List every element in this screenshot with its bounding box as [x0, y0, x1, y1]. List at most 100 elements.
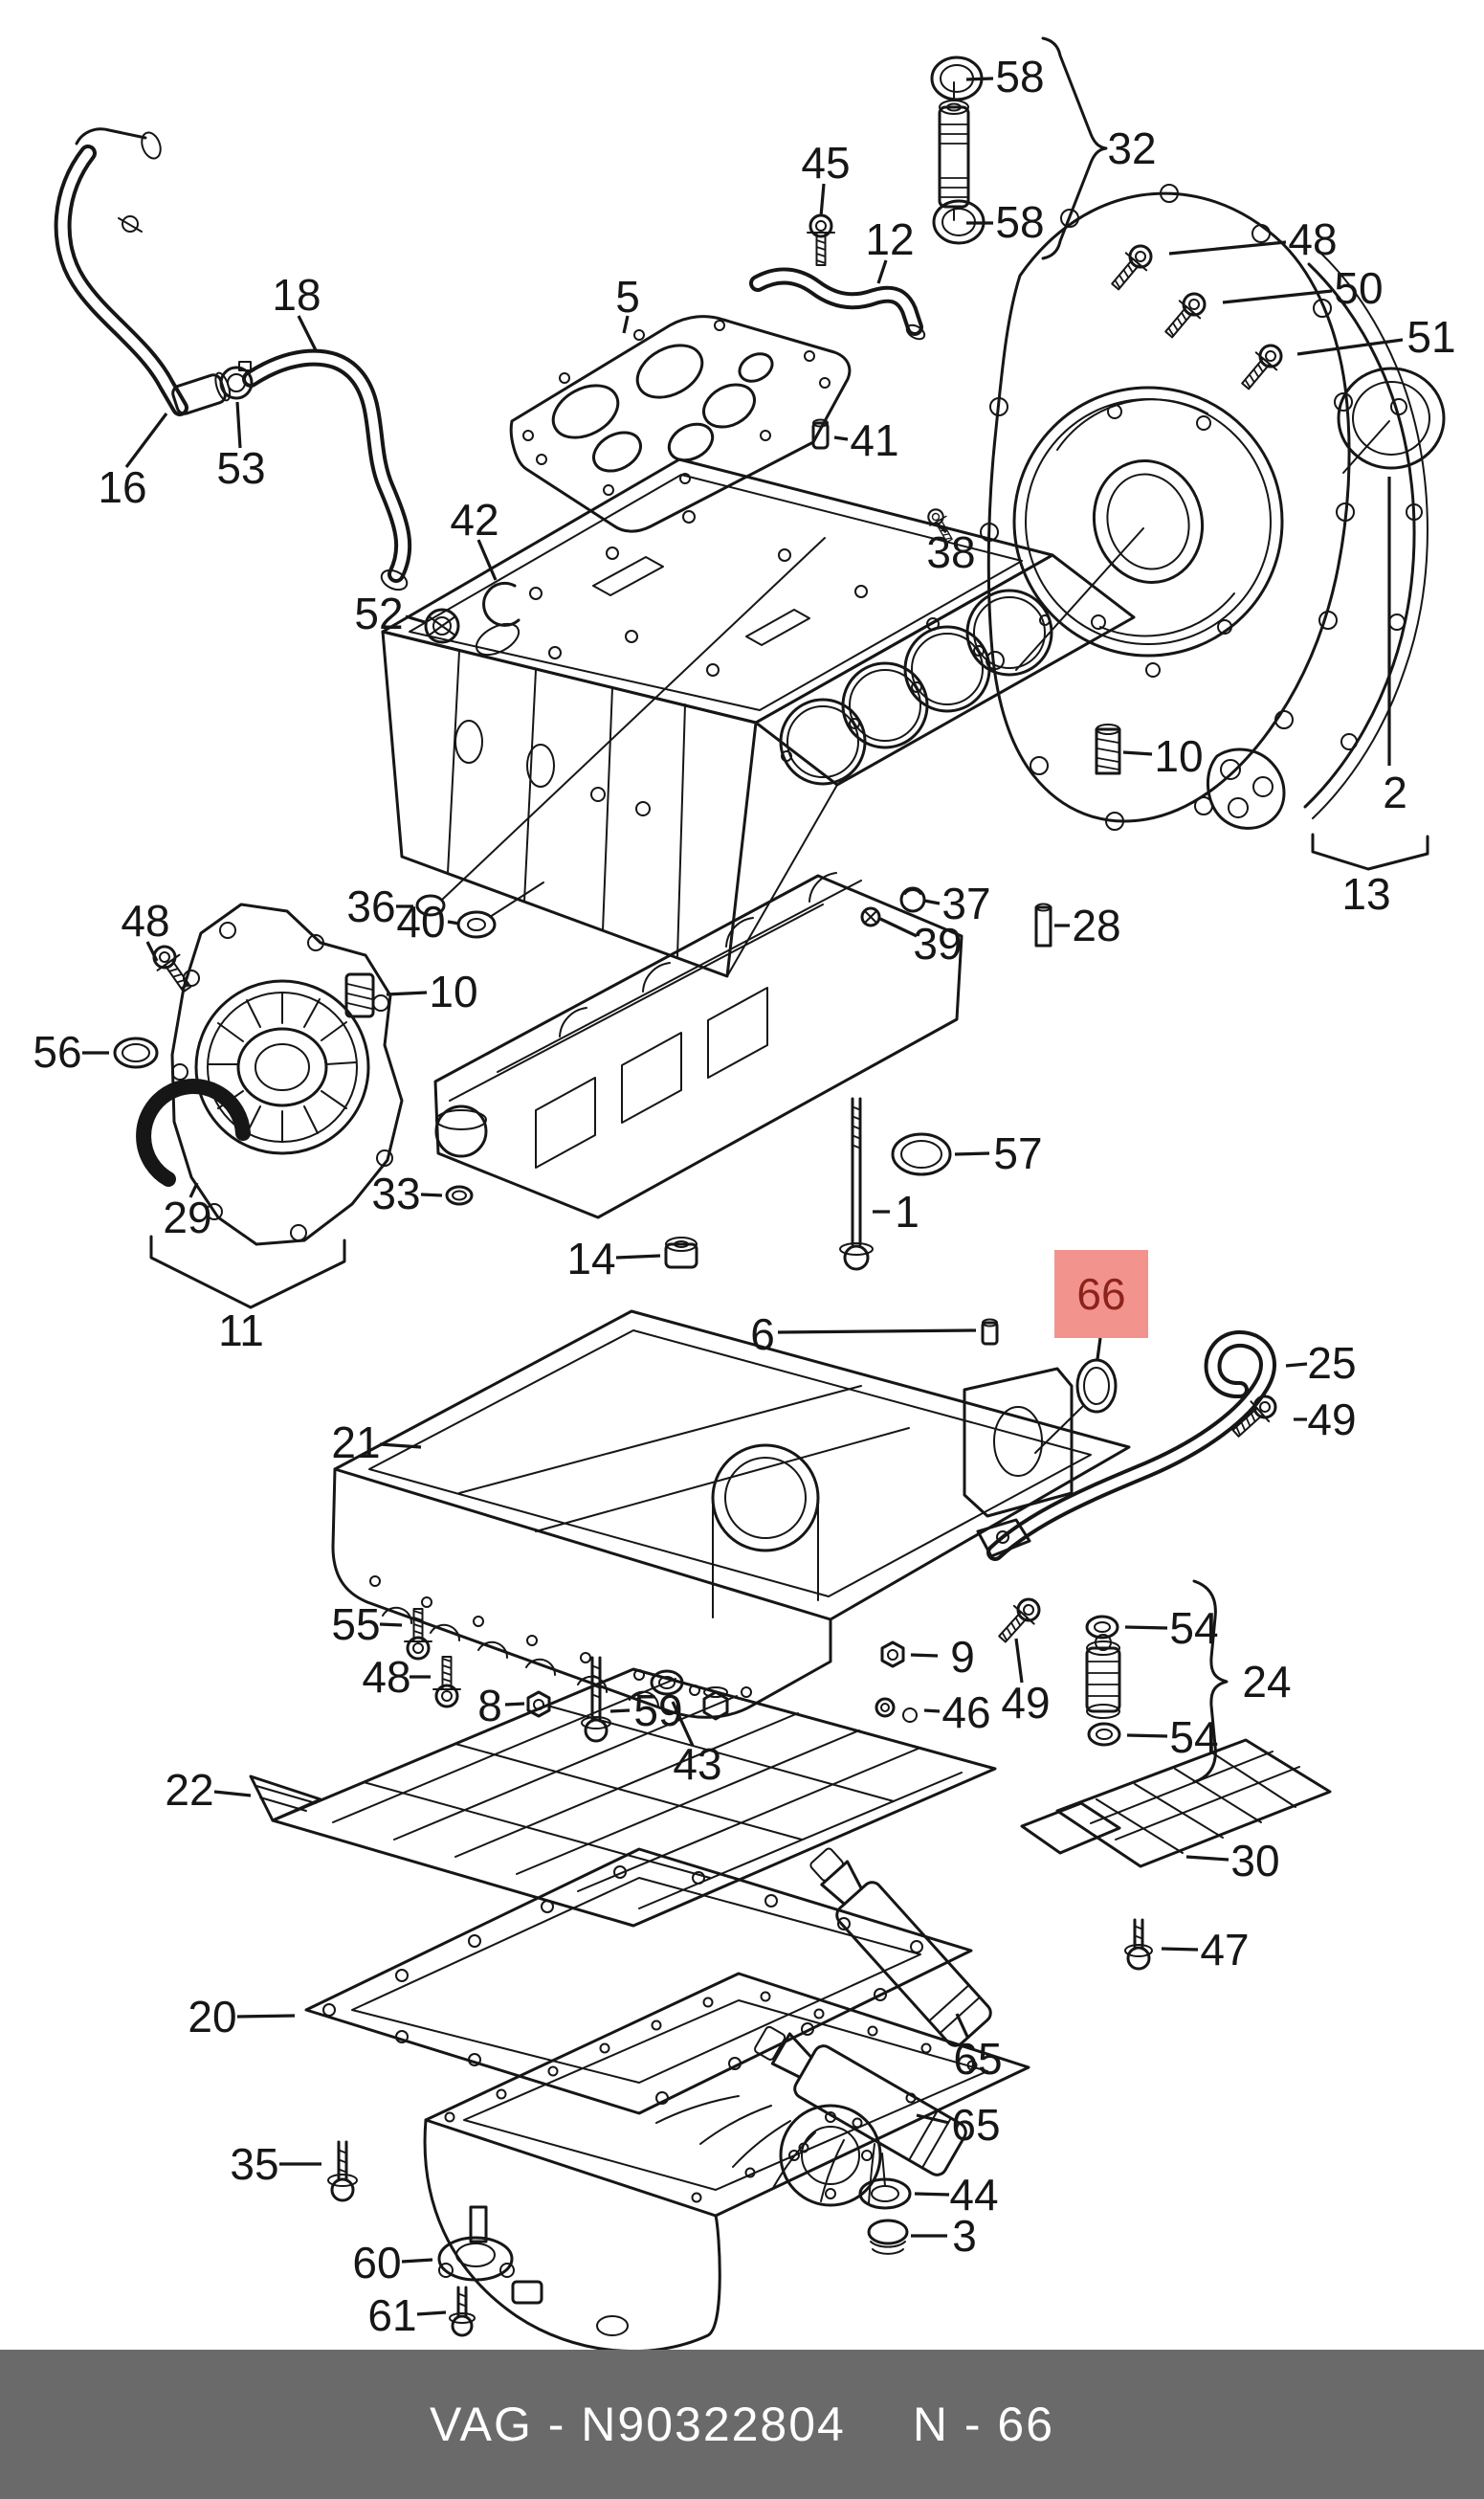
callout-2: 2 — [1383, 768, 1407, 817]
main-bolt-1 — [839, 1097, 874, 1271]
dowel-41 — [811, 418, 830, 450]
callout-28: 28 — [1072, 901, 1120, 950]
leader-line-16 — [124, 413, 168, 468]
leader-line-55 — [379, 1622, 403, 1627]
bolt-49-mid — [990, 1591, 1048, 1650]
leader-line-66 — [1096, 1337, 1102, 1360]
oring-56 — [113, 1037, 159, 1069]
lower-oil-pan — [423, 1972, 1030, 2354]
leader-line-49 — [1014, 1638, 1024, 1684]
callout-47: 47 — [1200, 1925, 1249, 1975]
callout-65: 65 — [953, 2034, 1002, 2084]
callout-20: 20 — [188, 1992, 236, 2042]
callout-16: 16 — [98, 462, 146, 512]
callout-56: 56 — [33, 1027, 81, 1077]
leader-line-46 — [923, 1708, 941, 1713]
callout-66: 66 — [1076, 1269, 1125, 1319]
leader-line-45 — [819, 183, 826, 217]
dowel-sleeve-32 — [938, 81, 970, 221]
callout-58: 58 — [995, 52, 1044, 101]
leader-line-48 — [145, 941, 159, 962]
leader-line-6 — [777, 1328, 977, 1334]
leader-line-25 — [1285, 1362, 1308, 1368]
leader-line-12 — [876, 259, 888, 284]
callout-50: 50 — [1334, 263, 1383, 313]
callout-60: 60 — [352, 2238, 401, 2287]
callout-10: 10 — [1154, 731, 1203, 781]
bolt-59 — [581, 1656, 611, 1743]
callout-11: 11 — [218, 1305, 264, 1355]
bolt-50 — [1157, 286, 1213, 345]
callout-33: 33 — [371, 1169, 420, 1218]
callout-49: 49 — [1001, 1678, 1050, 1728]
callout-48: 48 — [1288, 214, 1337, 264]
bracket-24 — [1192, 1579, 1229, 1784]
hose-clamp-53 — [219, 361, 254, 400]
upper-oil-sump-21 — [331, 1309, 1131, 1719]
clip-42 — [482, 581, 521, 627]
leader-line-14 — [615, 1254, 661, 1260]
seal-washer-44 — [858, 2153, 912, 2210]
leader-line-39 — [879, 917, 918, 938]
leader-line-8 — [504, 1702, 525, 1707]
leader-line-29 — [188, 1182, 199, 1198]
callout-57: 57 — [993, 1128, 1042, 1178]
ball-pin-37 — [899, 886, 926, 913]
callout-41: 41 — [850, 415, 898, 465]
callout-9: 9 — [950, 1632, 975, 1682]
bedplate — [433, 872, 963, 1219]
callout-13: 13 — [1341, 869, 1390, 919]
bracket-13 — [1311, 833, 1429, 871]
leader-line-30 — [1185, 1855, 1229, 1862]
footer-bar: VAG - N90322804 N - 66 — [0, 2350, 1484, 2499]
oil-pipe-12 — [749, 267, 926, 341]
callout-38: 38 — [926, 527, 975, 577]
callout-44: 44 — [949, 2170, 998, 2220]
callout-59: 59 — [633, 1685, 682, 1735]
callout-52: 52 — [354, 589, 403, 638]
nut-9 — [880, 1640, 905, 1668]
bolt-47 — [1124, 1918, 1153, 1971]
cap-6 — [981, 1318, 999, 1346]
leader-line-52 — [405, 614, 426, 624]
callout-14: 14 — [566, 1234, 615, 1283]
callout-54: 54 — [1169, 1603, 1218, 1653]
callout-36: 36 — [346, 881, 395, 931]
callout-42: 42 — [450, 495, 498, 545]
leader-line-37 — [923, 899, 941, 905]
callout-21: 21 — [331, 1417, 380, 1467]
oring-57 — [891, 1132, 952, 1176]
thrust-washer-40 — [456, 881, 544, 939]
callout-48: 48 — [362, 1652, 410, 1702]
callout-10: 10 — [429, 967, 477, 1016]
callout-29: 29 — [163, 1193, 211, 1242]
leader-line-42 — [476, 539, 498, 581]
callout-5: 5 — [615, 272, 640, 322]
leader-line-58 — [965, 77, 994, 81]
leader-line-21 — [379, 1442, 422, 1449]
breather-hose-16 — [54, 127, 232, 416]
oil-pipe-25 — [976, 1329, 1276, 1561]
leader-line-54 — [1126, 1733, 1168, 1738]
callout-61: 61 — [367, 2290, 416, 2340]
valve-46 — [875, 1697, 918, 1723]
leader-line-33 — [420, 1193, 443, 1197]
sealing-flange-13 — [980, 184, 1355, 831]
callout-39: 39 — [913, 919, 962, 969]
stud-45 — [806, 213, 836, 267]
baffle-plate-22 — [249, 1667, 997, 1928]
leader-line-22 — [213, 1790, 252, 1797]
leader-line-5 — [622, 315, 630, 334]
leader-line-18 — [297, 315, 318, 351]
leader-line-54 — [1124, 1625, 1168, 1630]
callout-45: 45 — [801, 138, 850, 188]
callout-3: 3 — [952, 2211, 977, 2261]
pin-28 — [1034, 903, 1052, 948]
callout-18: 18 — [272, 270, 321, 320]
sealant-tube-65-lower — [754, 2025, 967, 2176]
leader-line-41 — [833, 435, 849, 441]
plug-14 — [664, 1237, 698, 1269]
leader-line-47 — [1161, 1947, 1199, 1952]
